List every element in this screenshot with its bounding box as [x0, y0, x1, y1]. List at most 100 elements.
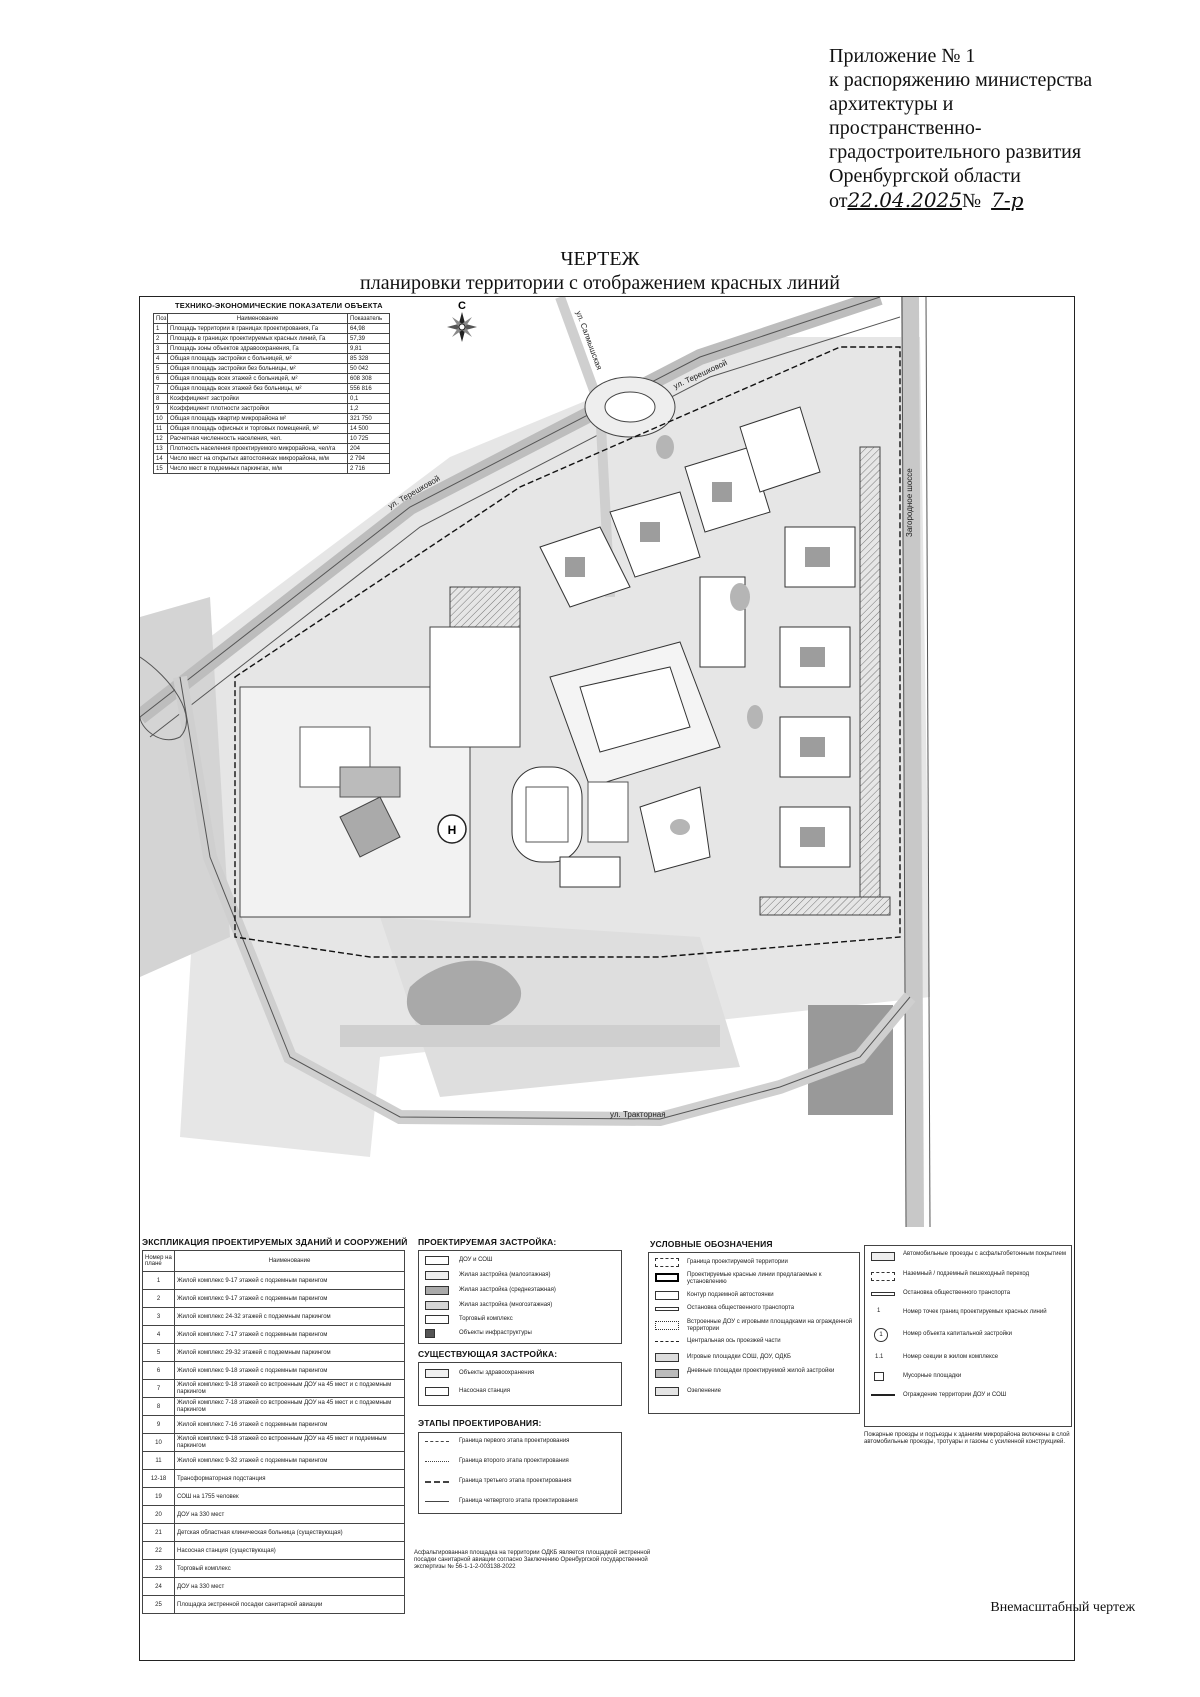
table-cell: 11 — [153, 423, 168, 434]
legend-label: Номер точек границ проектируемых красных… — [903, 1309, 1047, 1315]
table-cell: 10 — [142, 1433, 175, 1452]
sym-playground — [655, 1353, 679, 1362]
swatch-lowrise — [425, 1271, 449, 1280]
north-arrow-icon: С — [447, 300, 477, 342]
table-cell: Насосная станция (существующая) — [174, 1541, 405, 1560]
table-header-row: Номер на плане Наименование — [142, 1250, 405, 1272]
table-cell: 64,98 — [347, 323, 390, 334]
table-cell: Число мест на открытых автостоянках микр… — [167, 453, 348, 464]
table-cell: Трансформаторная подстанция — [174, 1469, 405, 1488]
swatch-highrise — [425, 1301, 449, 1310]
sym-yard — [655, 1369, 679, 1378]
table-cell: 3 — [153, 343, 168, 354]
legend-label: Граница проектируемой территории — [687, 1259, 788, 1265]
table-cell: Детская областная клиническая больница (… — [174, 1523, 405, 1542]
table-cell: 12 — [153, 433, 168, 444]
trash-bin-icon — [874, 1372, 884, 1381]
appendix-line: к распоряжению министерства — [829, 69, 1093, 91]
table-cell: 321 750 — [347, 413, 390, 424]
table-cell: 9 — [142, 1415, 175, 1434]
table-cell: 11 — [142, 1451, 175, 1470]
tep-heading: ТЕХНИКО-ЭКОНОМИЧЕСКИЕ ПОКАЗАТЕЛИ ОБЪЕКТА — [175, 301, 383, 310]
legend-label: Номер секции в жилом комплексе — [903, 1354, 999, 1360]
table-cell: 85 328 — [347, 353, 390, 364]
table-cell: 4 — [153, 353, 168, 364]
swatch-school — [425, 1256, 449, 1265]
parking — [449, 586, 521, 628]
legend-label: Номер объекта капитальной застройки — [903, 1331, 1013, 1337]
table-cell: 21 — [142, 1523, 175, 1542]
table-cell: 204 — [347, 443, 390, 454]
table-cell: 22 — [142, 1541, 175, 1560]
helipad-label: H — [448, 823, 457, 837]
proj-build-heading: ПРОЕКТИРУЕМАЯ ЗАСТРОЙКА: — [418, 1237, 557, 1247]
project-boundary — [234, 346, 901, 958]
sym-boundary — [655, 1258, 679, 1267]
table-cell: Коэффициент застройки — [167, 393, 348, 404]
explication-heading: ЭКСПЛИКАЦИЯ ПРОЕКТИРУЕМЫХ ЗДАНИЙ И СООРУ… — [142, 1237, 408, 1247]
table-cell: Общая площадь всех этажей с больницей, м… — [167, 373, 348, 384]
swatch-pump — [425, 1387, 449, 1396]
table-cell: 14 — [153, 453, 168, 464]
appendix-line: архитектуры и — [829, 93, 954, 115]
table-cell: 20 — [142, 1505, 175, 1524]
table-cell: Общая площадь застройки без больницы, м² — [167, 363, 348, 374]
legend-label: Насосная станция — [459, 1388, 511, 1394]
sym-parking-contour — [655, 1291, 679, 1300]
table-cell: 23 — [142, 1559, 175, 1578]
sym-axis — [655, 1341, 679, 1342]
table-cell: Жилой комплекс 9-32 этажей с подземным п… — [174, 1451, 405, 1470]
table-cell: Жилой комплекс 24-32 этажей с подземным … — [174, 1307, 405, 1326]
table-cell: Жилой комплекс 7-18 этажей со встроенным… — [174, 1397, 405, 1416]
table-header-cell: Показатель — [347, 313, 390, 324]
table-cell: 5 — [153, 363, 168, 374]
legend-label: Объекты здравоохранения — [459, 1370, 535, 1376]
site-plan-map: H — [140, 297, 931, 1227]
legend-heading: УСЛОВНЫЕ ОБОЗНАЧЕНИЯ — [650, 1239, 773, 1249]
legend-label: Игровые площадки СОШ, ДОУ, ОДКБ — [687, 1354, 791, 1360]
table-cell: 12-18 — [142, 1469, 175, 1488]
sym-transport-stop — [871, 1292, 895, 1296]
legend-label: Мусорные площадки — [903, 1373, 962, 1379]
legend-label: Контур подземной автостоянки — [687, 1292, 774, 1298]
table-cell: Плотность населения проектируемого микро… — [167, 443, 348, 454]
table-cell: 7 — [153, 383, 168, 394]
legend-label: Дневные площадки проектируемой жилой зас… — [687, 1368, 835, 1374]
legend-label: Центральная ось проезжей части — [687, 1338, 781, 1344]
stages-heading: ЭТАПЫ ПРОЕКТИРОВАНИЯ: — [418, 1418, 542, 1428]
legend-left-box: Граница проектируемой территории Проекти… — [648, 1252, 860, 1414]
green-spots — [656, 435, 763, 835]
table-cell: Жилой комплекс 7-16 этажей с подземным п… — [174, 1415, 405, 1434]
table-cell: 0,1 — [347, 393, 390, 404]
table-cell: Общая площадь застройки с больницей, м² — [167, 353, 348, 364]
sym-red-lines — [655, 1273, 679, 1282]
legend-label: Автомобильные проезды с асфальтобетонным… — [903, 1251, 1066, 1257]
table-cell: Площадка экстренной посадки санитарной а… — [174, 1595, 405, 1614]
pond — [406, 960, 522, 1033]
table-cell: 10 725 — [347, 433, 390, 444]
table-header-cell: Номер на плане — [142, 1250, 175, 1272]
legend-label: Граница первого этапа проектирования — [459, 1438, 570, 1444]
handwritten-date: 22.04.2025 — [847, 188, 962, 212]
appendix-date-line: от22.04.2025№ 7-р — [829, 188, 1189, 213]
sym-fence — [871, 1394, 895, 1396]
table-cell: 2 — [142, 1289, 175, 1308]
